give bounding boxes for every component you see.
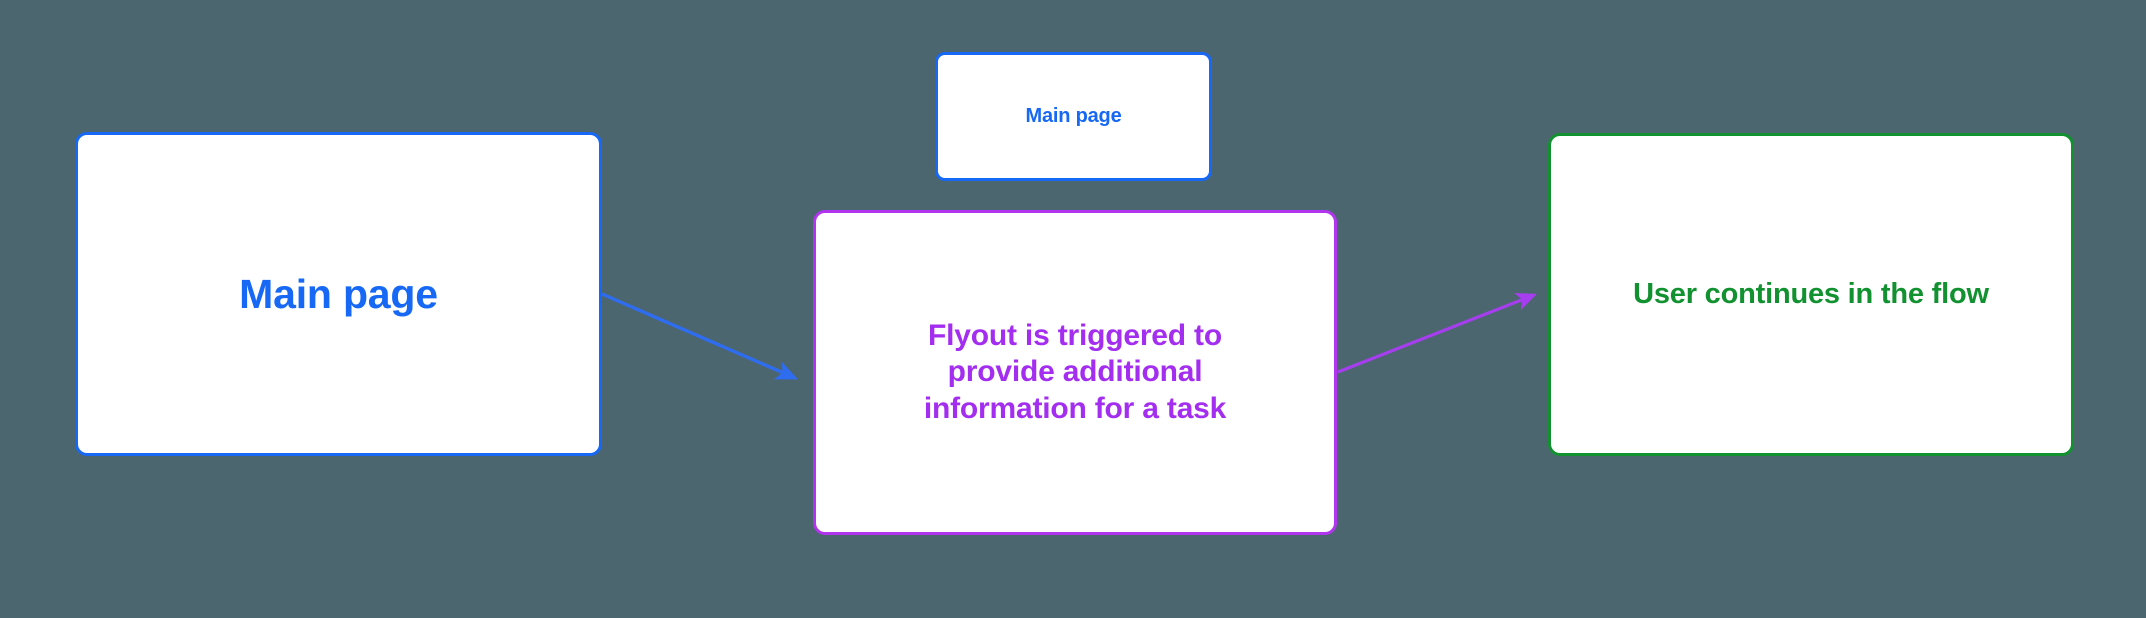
node-main-page-large-label: Main page (239, 270, 438, 317)
node-flyout-label: Flyout is triggered to provide additiona… (923, 318, 1227, 425)
node-flyout[interactable]: Flyout is triggered to provide additiona… (813, 210, 1337, 535)
node-outcome[interactable]: User continues in the flow (1548, 133, 2074, 456)
edge-main-page-to-flyout (601, 292, 799, 380)
node-outcome-label: User continues in the flow (1633, 278, 1989, 311)
node-main-page-small[interactable]: Main page (935, 52, 1212, 181)
edge-flyout-to-outcome (1337, 292, 1537, 374)
node-main-page-large[interactable]: Main page (75, 132, 602, 456)
node-main-page-small-label: Main page (1025, 105, 1122, 128)
